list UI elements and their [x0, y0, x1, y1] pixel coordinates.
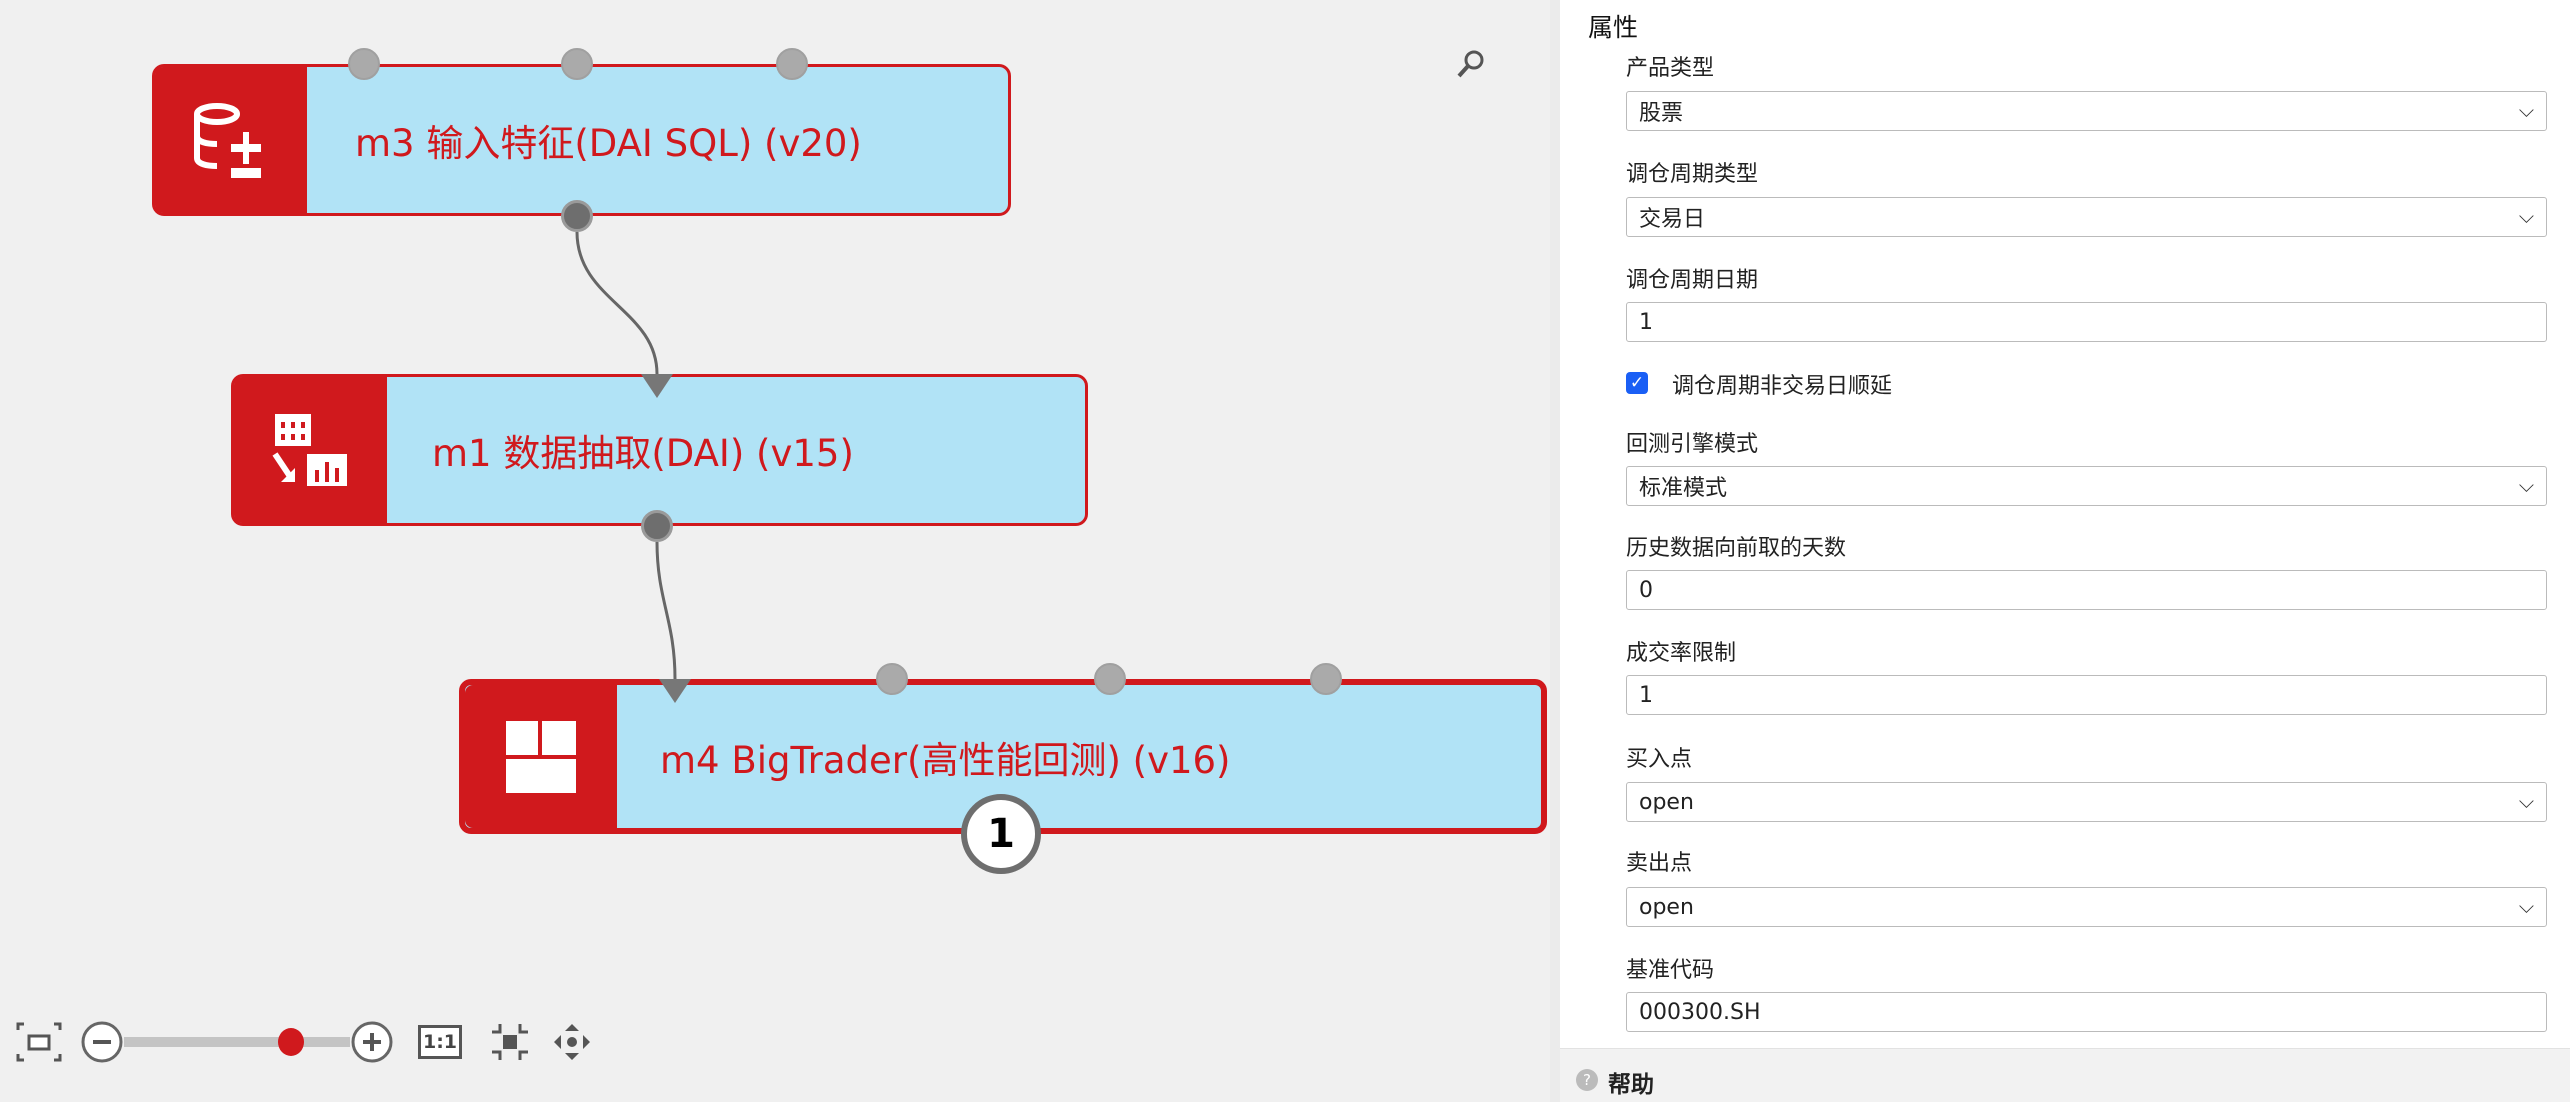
zoom-slider-knob[interactable]	[278, 1028, 305, 1056]
chevron-down-icon: ⌵	[2518, 204, 2534, 228]
field-label: 调仓周期类型	[1626, 162, 1759, 187]
input-value: 0	[1639, 577, 1653, 603]
chevron-down-icon: ⌵	[2518, 473, 2534, 497]
connections	[575, 231, 677, 680]
link-m3-m1	[575, 231, 659, 375]
sell-point-select[interactable]: open ⌵	[1626, 887, 2547, 927]
input-port[interactable]	[876, 663, 908, 695]
workflow-canvas[interactable]: m3 输入特征(DAI SQL) (v20) m1 数据抽取(DAI) (v15…	[0, 0, 1550, 1102]
pan-icon[interactable]	[552, 1022, 592, 1062]
help-icon: ?	[1576, 1069, 1598, 1091]
input-value: 1	[1639, 309, 1653, 335]
node-m1[interactable]: m1 数据抽取(DAI) (v15)	[231, 374, 1088, 526]
field-label: 买入点	[1626, 747, 1693, 772]
field-label: 卖出点	[1626, 851, 1693, 876]
buy-point-select[interactable]: open ⌵	[1626, 782, 2547, 822]
node-title: m3 输入特征(DAI SQL) (v20)	[355, 122, 862, 165]
zoom-in-button[interactable]	[350, 1021, 394, 1063]
center-selection-icon[interactable]	[490, 1022, 530, 1062]
data-extract-icon	[234, 377, 387, 523]
database-plus-minus-icon	[155, 67, 307, 213]
zoom-out-button[interactable]	[80, 1021, 124, 1063]
field-label: 成交率限制	[1626, 641, 1737, 666]
rebalance-postpone-checkbox[interactable]: ✓	[1626, 372, 1648, 394]
input-port[interactable]	[1310, 663, 1342, 695]
history-days-input[interactable]: 0	[1626, 570, 2547, 610]
input-port[interactable]	[776, 48, 808, 80]
field-label: 回测引擎模式	[1626, 432, 1759, 457]
input-port-arrow[interactable]	[659, 679, 691, 703]
input-port[interactable]	[348, 48, 380, 80]
field-label: 产品类型	[1626, 56, 1715, 81]
field-label: 调仓周期日期	[1626, 268, 1759, 293]
input-value: 000300.SH	[1639, 999, 1761, 1025]
select-value: open	[1639, 894, 1694, 920]
input-port[interactable]	[1094, 663, 1126, 695]
input-port-arrow[interactable]	[641, 374, 673, 398]
zoom-slider[interactable]	[124, 1028, 350, 1056]
rebalance-period-type-select[interactable]: 交易日 ⌵	[1626, 197, 2547, 237]
node-badge: 1	[961, 794, 1041, 874]
field-label: 基准代码	[1626, 958, 1715, 983]
input-port[interactable]	[561, 48, 593, 80]
select-value: open	[1639, 789, 1694, 815]
actual-size-button[interactable]: 1:1	[418, 1025, 462, 1059]
select-value: 股票	[1639, 101, 1684, 126]
rebalance-period-date-input[interactable]: 1	[1626, 302, 2547, 342]
properties-panel: 属性 产品类型 股票 ⌵ 调仓周期类型 交易日 ⌵ 调仓周期日期 1 ✓ 调仓周期非…	[1550, 0, 2570, 1102]
select-value: 标准模式	[1639, 476, 1728, 501]
chevron-down-icon: ⌵	[2518, 789, 2534, 813]
node-m3[interactable]: m3 输入特征(DAI SQL) (v20)	[152, 64, 1011, 216]
checkbox-label: 调仓周期非交易日顺延	[1672, 374, 1893, 399]
engine-mode-select[interactable]: 标准模式 ⌵	[1626, 466, 2547, 506]
help-section[interactable]: ? 帮助	[1560, 1048, 2570, 1102]
link-m1-m4	[655, 541, 677, 680]
node-title: m4 BigTrader(高性能回测) (v16)	[660, 738, 1231, 782]
panel-title: 属性	[1588, 13, 1639, 42]
benchmark-code-input[interactable]: 000300.SH	[1626, 992, 2547, 1032]
chevron-down-icon: ⌵	[2518, 98, 2534, 122]
input-value: 1	[1639, 682, 1653, 708]
product-type-select[interactable]: 股票 ⌵	[1626, 91, 2547, 131]
search-icon[interactable]	[1455, 48, 1487, 84]
field-label: 历史数据向前取的天数	[1626, 536, 1847, 561]
output-port[interactable]	[561, 200, 593, 232]
fill-rate-limit-input[interactable]: 1	[1626, 675, 2547, 715]
grid-blocks-icon	[465, 685, 617, 828]
help-label: 帮助	[1608, 1072, 1654, 1098]
select-value: 交易日	[1639, 207, 1706, 232]
output-port[interactable]	[641, 510, 673, 542]
fit-to-screen-icon[interactable]	[16, 1022, 62, 1062]
chevron-down-icon: ⌵	[2518, 894, 2534, 918]
node-title: m1 数据抽取(DAI) (v15)	[432, 432, 854, 475]
